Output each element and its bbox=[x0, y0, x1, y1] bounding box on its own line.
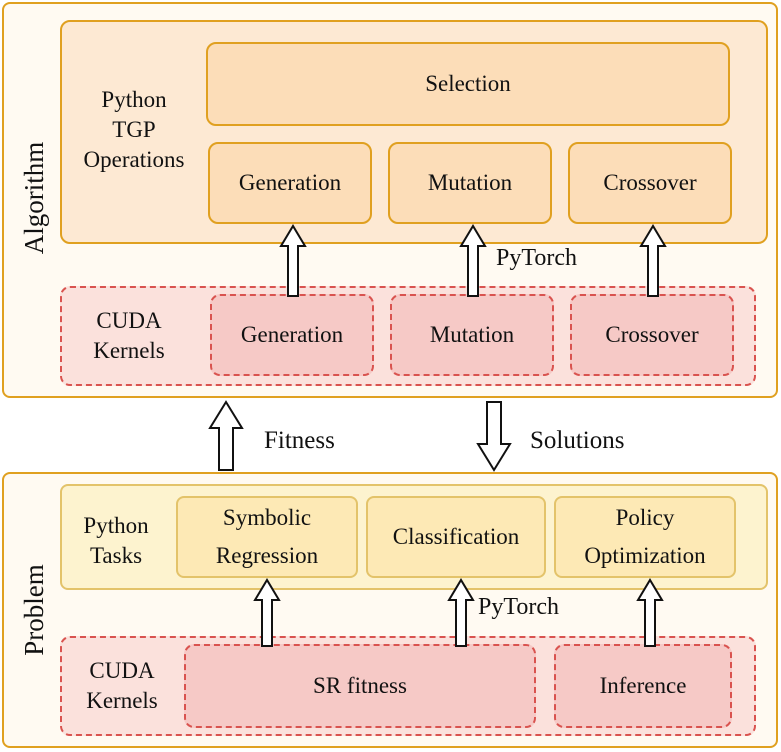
crossover-op-label: Crossover bbox=[603, 170, 697, 195]
arrow-sr-fitness-to-symbolic-regression bbox=[253, 578, 281, 647]
generation-op-label: Generation bbox=[238, 170, 342, 195]
generation-kernel-box: Generation bbox=[210, 294, 374, 376]
sr-fitness-kernel-label: SR fitness bbox=[313, 673, 407, 698]
crossover-kernel-box: Crossover bbox=[570, 294, 734, 376]
problem-pytorch-label: PyTorch bbox=[478, 594, 559, 620]
symbolic-regression-box: Symbolic Regression bbox=[176, 496, 358, 578]
solutions-arrow bbox=[476, 401, 512, 472]
arrow-inference-to-policy-optimization bbox=[636, 578, 664, 647]
arrow-mutation-kernel-to-op bbox=[459, 224, 487, 297]
algorithm-cuda-kernels-label: CUDA Kernels bbox=[93, 308, 165, 363]
mutation-kernel-box: Mutation bbox=[390, 294, 554, 376]
solutions-label: Solutions bbox=[530, 427, 625, 454]
policy-optimization-box: Policy Optimization bbox=[554, 496, 736, 578]
fitness-label: Fitness bbox=[264, 427, 335, 454]
crossover-kernel-label: Crossover bbox=[605, 322, 699, 347]
selection-label: Selection bbox=[425, 71, 511, 96]
python-tgp-operations-label: Python TGP Operations bbox=[83, 87, 185, 172]
mutation-op-label: Mutation bbox=[427, 170, 513, 195]
fitness-arrow bbox=[208, 400, 244, 471]
problem-cuda-kernels-label: CUDA Kernels bbox=[86, 658, 158, 713]
inference-kernel-label: Inference bbox=[599, 673, 687, 698]
algorithm-pytorch-label: PyTorch bbox=[496, 245, 577, 271]
selection-box: Selection bbox=[206, 42, 730, 126]
mutation-kernel-label: Mutation bbox=[429, 322, 515, 347]
generation-op-box: Generation bbox=[208, 142, 372, 224]
inference-kernel-box: Inference bbox=[554, 644, 732, 728]
arrow-generation-kernel-to-op bbox=[279, 224, 307, 297]
classification-label: Classification bbox=[392, 524, 520, 549]
python-tasks-label: Python Tasks bbox=[83, 513, 149, 568]
generation-kernel-label: Generation bbox=[240, 322, 344, 347]
sr-fitness-kernel-box: SR fitness bbox=[184, 644, 536, 728]
arrow-sr-fitness-to-classification bbox=[447, 578, 475, 647]
mutation-op-box: Mutation bbox=[388, 142, 552, 224]
classification-box: Classification bbox=[366, 496, 546, 578]
symbolic-regression-label: Symbolic Regression bbox=[215, 505, 319, 568]
arrow-crossover-kernel-to-op bbox=[639, 224, 667, 297]
policy-optimization-label: Policy Optimization bbox=[584, 505, 706, 568]
crossover-op-box: Crossover bbox=[568, 142, 732, 224]
